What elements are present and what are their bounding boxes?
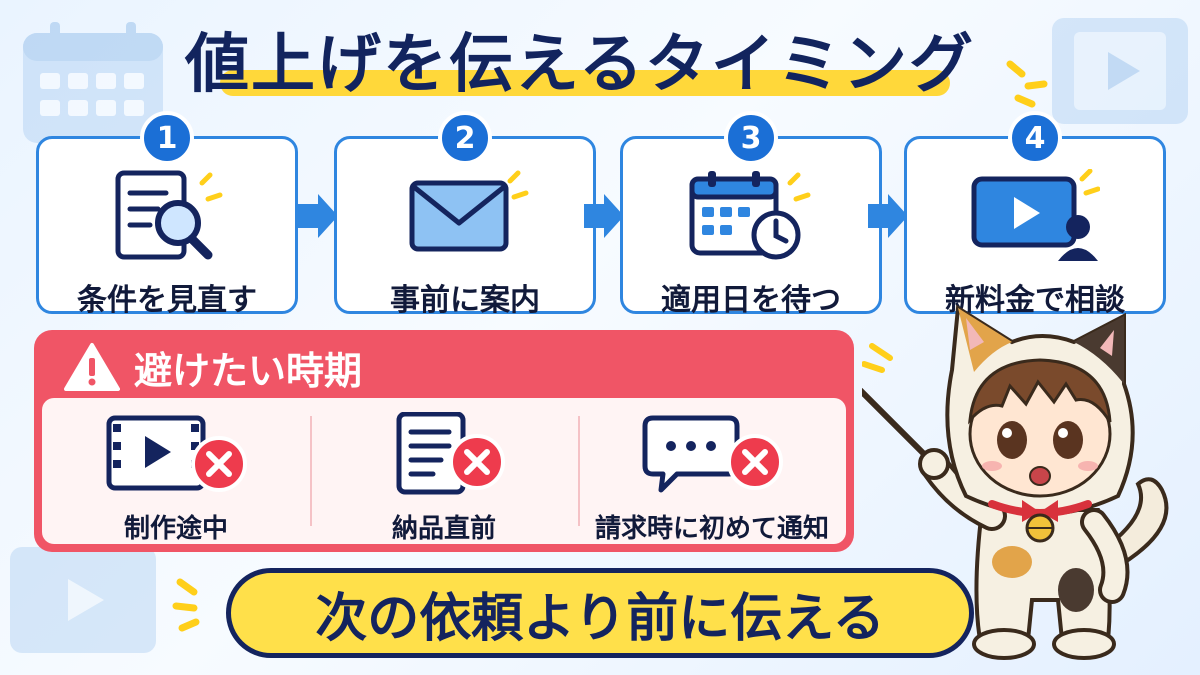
avoid-item-2: 納品直前 [310, 398, 578, 544]
step-label: 条件を見直す [77, 283, 257, 318]
document-search-icon [102, 169, 232, 261]
avoid-label: 納品直前 [391, 514, 496, 544]
video-call-icon [970, 168, 1101, 261]
avoid-item-1: 制作途中 [42, 398, 310, 544]
background-video-icon [10, 547, 156, 653]
step-number-badge: 1 [140, 111, 194, 165]
background-video-icon [1052, 18, 1188, 124]
sparkle-icon [1006, 60, 1048, 108]
step-label: 新料金で相談 [945, 283, 1125, 318]
step-number-badge: 2 [438, 111, 492, 165]
step-card-3: 3 適用日を待つ [620, 111, 882, 318]
banner-text: 次の依頼より前に伝える [315, 588, 885, 649]
avoid-header: 避けたい時期 [64, 340, 362, 394]
step-card-2: 2 事前に案内 [334, 111, 596, 318]
chat-bubble-icon [637, 412, 787, 498]
sparkle-icon [172, 578, 200, 632]
step-label: 適用日を待つ [661, 283, 841, 318]
title-area: 値上げを伝えるタイミング [180, 14, 980, 104]
title-highlight [220, 70, 950, 96]
video-film-icon [101, 412, 251, 498]
page-title: 値上げを伝えるタイミング [184, 28, 976, 102]
arrow-right-icon [298, 194, 338, 238]
avoid-label: 制作途中 [123, 514, 228, 544]
conclusion-banner: 次の依頼より前に伝える [226, 568, 974, 658]
avoid-items: 制作途中 納品直前 [42, 398, 846, 544]
arrow-right-icon [584, 194, 624, 238]
step-number-badge: 4 [1008, 111, 1062, 165]
document-icon [369, 411, 519, 498]
step-number-badge: 3 [724, 111, 778, 165]
cat-mascot-illustration [862, 304, 1169, 660]
warning-icon [64, 343, 120, 391]
step-card-1: 1 条件を見直す [36, 111, 298, 318]
avoid-item-3: 請求時に初めて通知 [578, 398, 846, 544]
avoid-label: 請求時に初めて通知 [594, 514, 829, 544]
arrow-right-icon [868, 194, 908, 238]
step-label: 事前に案内 [390, 283, 540, 318]
avoid-periods-panel: 避けたい時期 制作途中 [34, 330, 854, 552]
background-calendar-icon [23, 22, 163, 143]
calendar-clock-icon [686, 169, 816, 261]
step-card-4: 4 新料金で相談 [904, 111, 1166, 318]
avoid-title: 避けたい時期 [134, 348, 363, 393]
envelope-icon [400, 169, 530, 261]
